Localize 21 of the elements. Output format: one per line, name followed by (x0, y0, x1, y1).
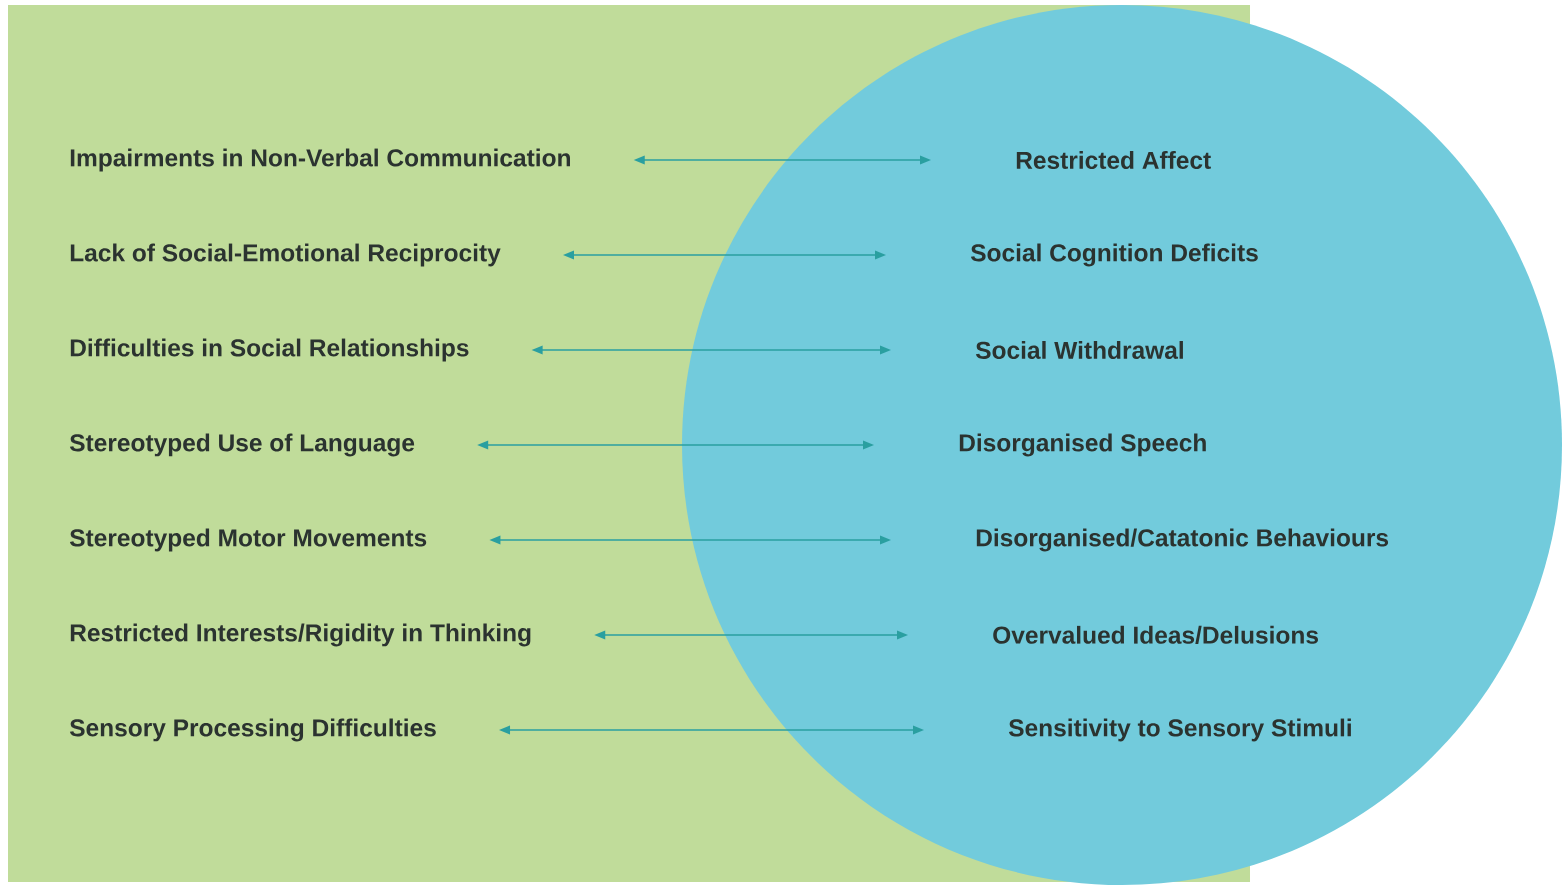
symptom-label: Social Cognition Deficits (970, 243, 1258, 267)
arrow (563, 250, 886, 260)
symptom-label: Stereotyped Use of Language (69, 433, 415, 457)
arrow (594, 630, 908, 640)
symptom-label: Lack of Social-Emotional Reciprocity (70, 243, 501, 267)
symptom-label: Overvalued Ideas/Delusions (993, 625, 1318, 645)
symptom-label: Impairments in Non-Verbal Communication (70, 148, 570, 172)
symptom-label: Sensory Processing Difficulties (69, 718, 436, 742)
symptom-label: Social Withdrawal (975, 341, 1183, 359)
arrow (633, 155, 931, 165)
arrow (531, 345, 891, 355)
symptom-label: Stereotyped Motor Movements (69, 528, 427, 552)
symptom-label: Restricted Affect (1016, 151, 1211, 169)
arrow (489, 535, 891, 545)
symptom-label: Restricted Interests/Rigidity in Thinking (70, 623, 531, 647)
arrow (477, 440, 874, 450)
symptom-label: Disorganised/Catatonic Behaviours (976, 528, 1389, 552)
arrow (499, 725, 924, 735)
symptom-label: Disorganised Speech (959, 433, 1206, 457)
symptom-label: Difficulties in Social Relationships (70, 338, 469, 362)
symptom-label: Sensitivity to Sensory Stimuli (1008, 718, 1351, 742)
